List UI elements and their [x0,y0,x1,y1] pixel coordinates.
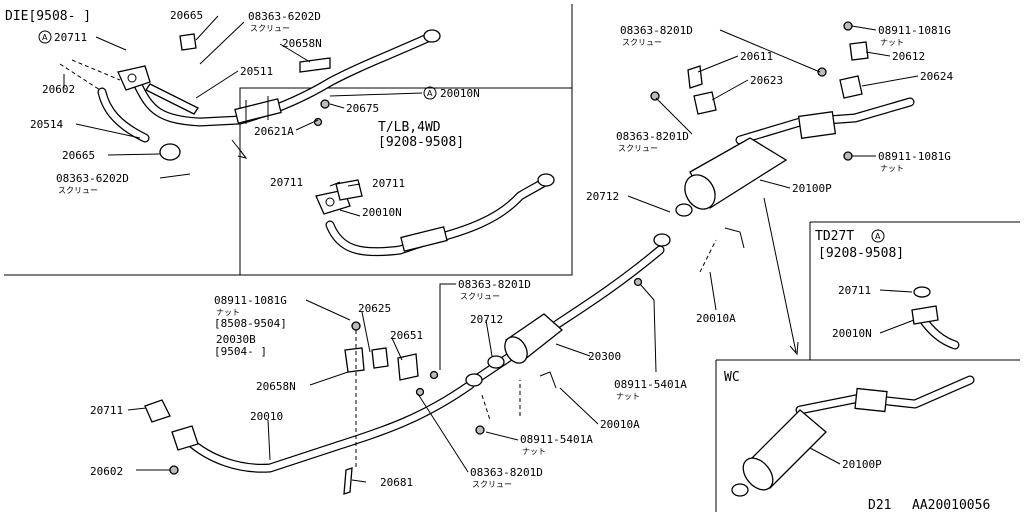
panel-range-tlb4wd: [9208-9508] [378,135,464,150]
panel-title-td27t: TD27T [815,229,854,244]
label-nut-r: ナット [616,392,640,401]
tailpipe-and-muffler [650,21,915,273]
label-20712-r: 20712 [586,190,619,203]
marker-a-icon [871,229,885,243]
label-20612: 20612 [892,50,925,63]
label-20658n-l: 20658N [256,380,296,393]
label-20625: 20625 [358,302,391,315]
label-range-9504: [9504- ] [214,345,267,358]
panel-title-tlb4wd: T/LB,4WD [378,120,441,135]
label-08911-1081g-tr1: 08911-1081G [878,24,951,37]
label-20711-t2: 20711 [372,177,405,190]
label-08363-8201d-c: 08363-8201D [458,278,531,291]
center-exhaust [473,245,665,416]
lower-front-pipe [144,321,491,495]
label-08911-5401a-c: 08911-5401A [520,433,593,446]
label-screw-b: スクリュー [472,480,512,489]
label-20623: 20623 [750,74,783,87]
footer-code: AA20010056 [912,498,990,512]
label-20100p-wc: 20100P [842,458,882,471]
marker-a-die: A [42,33,48,42]
label-20010n-t: 20010N [362,206,402,219]
label-20010n-die: 20010N [440,87,480,100]
label-20665-mid: 20665 [62,149,95,162]
tlb4wd-front-pipe [315,173,555,257]
diesel-front-pipe [59,29,441,161]
label-nut-tr2: ナット [880,164,904,173]
label-20711-l: 20711 [90,404,123,417]
label-20010n-td: 20010N [832,327,872,340]
panel-title-diesel: DIE[9508- ] [5,9,91,24]
label-range-8508: [8508-9504] [214,317,287,330]
label-20621a: 20621A [254,125,294,138]
arrow-down-icon [789,341,799,356]
label-20651: 20651 [390,329,423,342]
label-20300: 20300 [588,350,621,363]
label-nut-tr1: ナット [880,38,904,47]
wc-muffler [731,375,975,497]
panel-range-td27t: [9208-9508] [818,246,904,261]
label-20611: 20611 [740,50,773,63]
label-20624: 20624 [920,70,953,83]
label-08363-6202d-mid: 08363-6202D [56,172,129,185]
label-20665-top: 20665 [170,9,203,22]
label-screw-tr: スクリュー [622,38,662,47]
label-screw-top: スクリュー [250,24,290,33]
label-20602-l: 20602 [90,465,123,478]
label-20100p: 20100P [792,182,832,195]
label-20030b: 20030B [216,333,256,346]
label-20511: 20511 [240,65,273,78]
label-screw-c: スクリュー [460,292,500,301]
label-08363-8201d-tr2: 08363-8201D [616,130,689,143]
arrow-down-icon [237,149,248,159]
label-20712-c: 20712 [470,313,503,326]
label-nut-c: ナット [522,447,546,456]
label-20711-td: 20711 [838,284,871,297]
label-20675: 20675 [346,102,379,115]
label-20658n-die: 20658N [282,37,322,50]
label-nut-l: ナット [216,308,240,317]
label-08911-1081g-l: 08911-1081G [214,294,287,307]
label-20602-die: 20602 [42,83,75,96]
td27t-pipe [911,286,960,350]
label-20711-t1: 20711 [270,176,303,189]
label-20514: 20514 [30,118,63,131]
marker-a-die2: A [427,89,433,98]
label-08363-8201d-b: 08363-8201D [470,466,543,479]
label-08363-6202d-top: 08363-6202D [248,10,321,23]
marker-a-icon [423,86,437,100]
panel-title-wc: WC [724,370,740,385]
label-20010: 20010 [250,410,283,423]
label-screw-mid: スクリュー [58,186,98,195]
label-20681: 20681 [380,476,413,489]
footer-model: D21 [868,498,891,512]
label-08911-1081g-tr2: 08911-1081G [878,150,951,163]
label-20711-die: 20711 [54,31,87,44]
leader-lines [63,15,919,483]
label-08911-5401a-r: 08911-5401A [614,378,687,391]
panel-marker-td27t: A [875,232,881,241]
marker-a-icon [38,30,52,44]
label-screw-tr2: スクリュー [618,144,658,153]
label-20010a-r: 20010A [696,312,736,325]
label-20010a-c: 20010A [600,418,640,431]
label-08363-8201d-tr: 08363-8201D [620,24,693,37]
